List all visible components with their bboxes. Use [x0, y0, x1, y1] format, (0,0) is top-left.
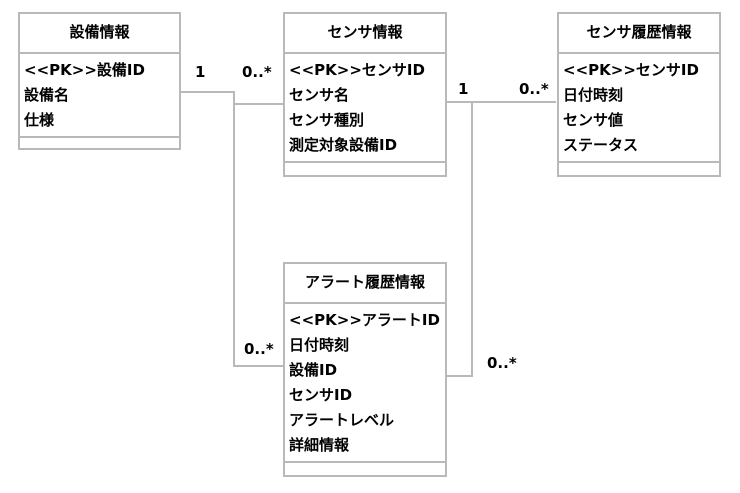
edge-equipment-alert: [180, 91, 284, 367]
operations-compartment: [559, 163, 719, 177]
attribute: センサ種別: [289, 111, 365, 129]
attribute: 日付時刻: [289, 336, 350, 354]
attribute: 測定対象設備ID: [289, 136, 398, 154]
attribute: センサID: [289, 386, 353, 404]
multiplicity-label: 1: [458, 80, 469, 98]
attribute: <<PK>>センサID: [563, 61, 699, 79]
attribute: センサ名: [289, 86, 350, 104]
attribute: <<PK>>設備ID: [24, 61, 145, 79]
attribute: センサ値: [563, 111, 624, 129]
entity-alert-history[interactable]: アラート履歴情報 <<PK>>アラートID 日付時刻 設備ID センサID アラ…: [283, 262, 447, 477]
attribute: 詳細情報: [289, 436, 350, 454]
operations-compartment: [285, 163, 445, 177]
multiplicity-label: 0..*: [242, 63, 272, 81]
entity-title: センサ情報: [285, 14, 445, 54]
multiplicity-label: 0..*: [244, 340, 274, 358]
edge-sensor-alert: [446, 101, 473, 377]
attribute: <<PK>>アラートID: [289, 311, 440, 329]
attribute: 仕様: [24, 111, 55, 129]
multiplicity-label: 1: [195, 63, 206, 81]
entity-title: アラート履歴情報: [285, 264, 445, 304]
attribute-list: <<PK>>センサID 日付時刻 センサ値 ステータス: [559, 54, 719, 163]
edge-equipment-sensor: [180, 91, 284, 105]
attribute: 設備名: [24, 86, 70, 104]
operations-compartment: [285, 463, 445, 477]
attribute: 設備ID: [289, 361, 338, 379]
multiplicity-label: 0..*: [487, 354, 517, 372]
attribute: ステータス: [563, 136, 639, 154]
attribute: <<PK>>センサID: [289, 61, 425, 79]
operations-compartment: [20, 138, 179, 152]
attribute-list: <<PK>>センサID センサ名 センサ種別 測定対象設備ID: [285, 54, 445, 163]
entity-sensor-history[interactable]: センサ履歴情報 <<PK>>センサID 日付時刻 センサ値 ステータス: [557, 12, 721, 177]
attribute: 日付時刻: [563, 86, 624, 104]
entity-sensor[interactable]: センサ情報 <<PK>>センサID センサ名 センサ種別 測定対象設備ID: [283, 12, 447, 177]
entity-equipment[interactable]: 設備情報 <<PK>>設備ID 設備名 仕様: [18, 12, 181, 150]
attribute-list: <<PK>>設備ID 設備名 仕様: [20, 54, 179, 138]
attribute-list: <<PK>>アラートID 日付時刻 設備ID センサID アラートレベル 詳細情…: [285, 304, 445, 463]
multiplicity-label: 0..*: [519, 80, 549, 98]
entity-title: センサ履歴情報: [559, 14, 719, 54]
entity-title: 設備情報: [20, 14, 179, 54]
attribute: アラートレベル: [289, 411, 395, 429]
